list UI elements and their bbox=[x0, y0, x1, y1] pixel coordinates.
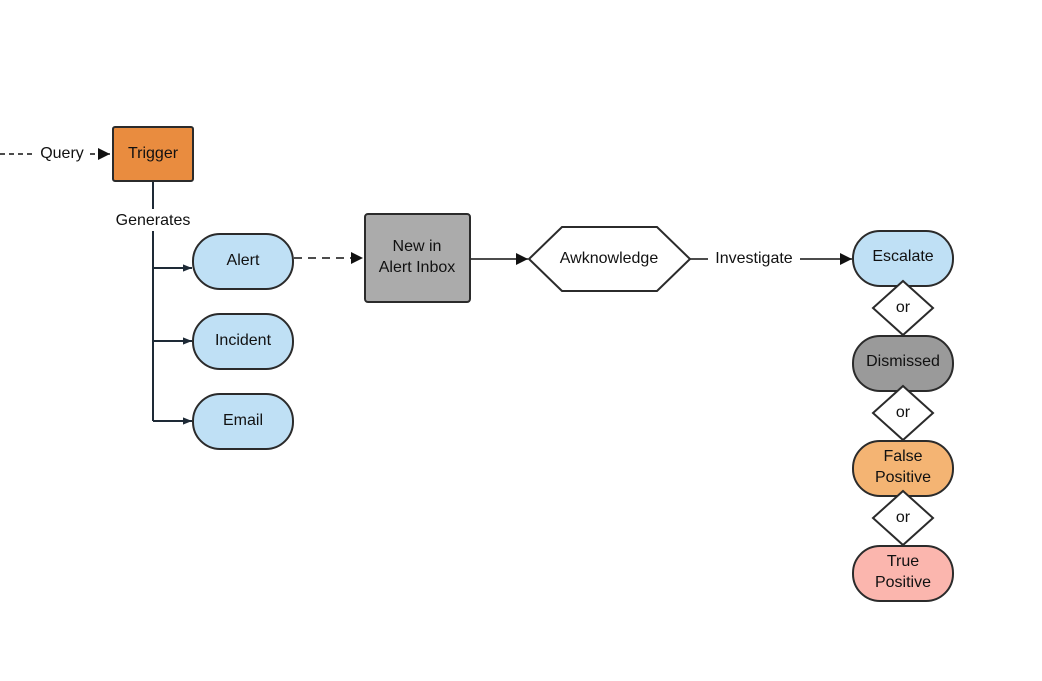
or-diamond-3: or bbox=[871, 489, 935, 547]
true-positive-label-line1: True bbox=[887, 553, 919, 570]
investigate-label: Investigate bbox=[715, 250, 792, 267]
alert-pill bbox=[192, 233, 294, 290]
trigger-node[interactable]: Trigger bbox=[112, 126, 194, 182]
query-label: Query bbox=[40, 145, 84, 162]
alert-label: Alert bbox=[227, 252, 260, 269]
false-positive-label-line1: False bbox=[883, 448, 922, 465]
escalate-node[interactable]: Escalate bbox=[852, 230, 954, 287]
trigger-box bbox=[112, 126, 194, 182]
alert-inbox-label-line2: Alert Inbox bbox=[379, 259, 455, 276]
acknowledge-hexagon bbox=[527, 226, 692, 292]
incident-node[interactable]: Incident bbox=[192, 313, 294, 370]
generates-label: Generates bbox=[116, 212, 191, 229]
email-label: Email bbox=[223, 412, 263, 429]
email-node[interactable]: Email bbox=[192, 393, 294, 450]
or-label-2: or bbox=[896, 404, 911, 421]
or-diamond-1: or bbox=[871, 279, 935, 337]
alert-node[interactable]: Alert bbox=[192, 233, 294, 290]
trigger-label: Trigger bbox=[128, 145, 179, 162]
escalate-label: Escalate bbox=[872, 248, 933, 265]
or-diamond-2: or bbox=[871, 384, 935, 442]
alert-inbox-box bbox=[364, 213, 471, 303]
acknowledge-node[interactable]: Awknowledge bbox=[527, 226, 692, 292]
alert-inbox-node[interactable]: New in Alert Inbox bbox=[364, 213, 471, 303]
true-positive-node[interactable]: True Positive bbox=[852, 545, 954, 602]
true-positive-pill bbox=[852, 545, 954, 602]
or-label-1: or bbox=[896, 299, 911, 316]
acknowledge-label: Awknowledge bbox=[560, 250, 659, 267]
incident-label: Incident bbox=[215, 332, 272, 349]
true-positive-label-line2: Positive bbox=[875, 574, 931, 591]
email-pill bbox=[192, 393, 294, 450]
alert-inbox-label-line1: New in bbox=[393, 238, 442, 255]
dismissed-node[interactable]: Dismissed bbox=[852, 335, 954, 392]
or-label-3: or bbox=[896, 509, 911, 526]
dismissed-label: Dismissed bbox=[866, 353, 940, 370]
false-positive-label-line2: Positive bbox=[875, 469, 931, 486]
incident-pill bbox=[192, 313, 294, 370]
false-positive-node[interactable]: False Positive bbox=[852, 440, 954, 497]
